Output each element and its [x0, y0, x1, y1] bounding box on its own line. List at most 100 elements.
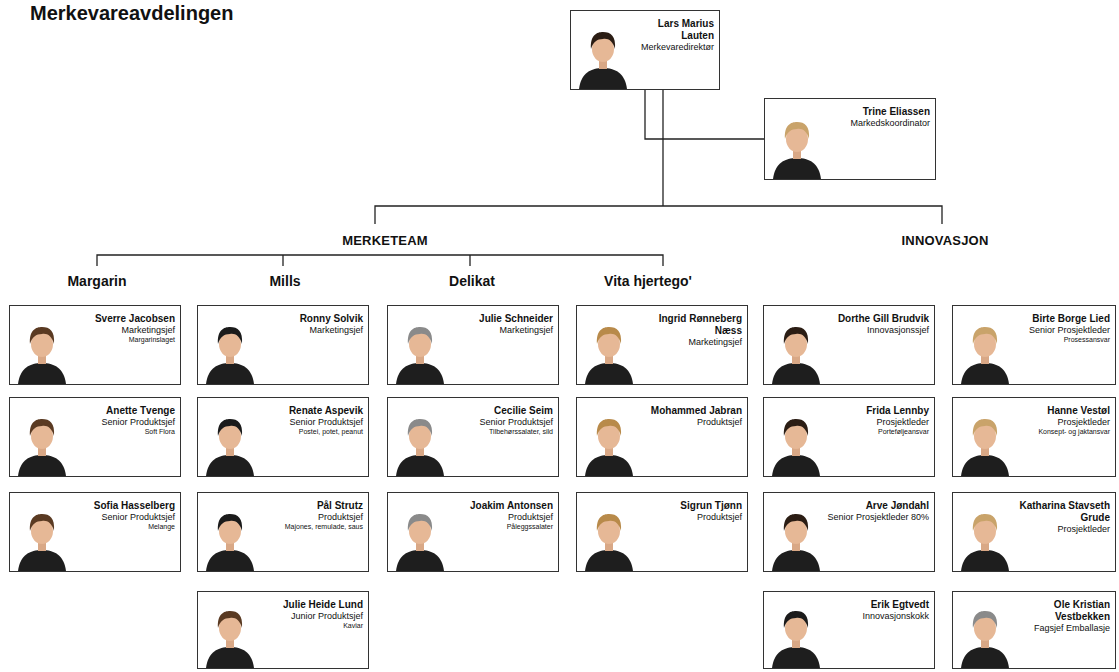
portrait-photo — [957, 505, 1013, 571]
person-name: Arve Jøndahl — [824, 500, 929, 512]
person-box: Cecilie SeimSenior ProduktsjefTilbehørss… — [387, 397, 559, 477]
person-box: Katharina Stavseth GrudeProsjektleder — [952, 492, 1116, 572]
person-box: Ingrid Rønneberg NæssMarketingsjef — [576, 305, 748, 385]
person-name: Renate Aspevik — [258, 405, 363, 417]
text-block: Cecilie SeimSenior ProduktsjefTilbehørss… — [448, 405, 553, 436]
person-box: Ole Kristian VestbekkenFagsjef Emballasj… — [952, 591, 1116, 669]
person-box: Joakim AntonsenProduktsjefPåleggssalater — [387, 492, 559, 572]
person-box: Lars Marius LautenMerkevaredirektør — [570, 10, 720, 90]
person-box: Julie Heide LundJunior ProduktsjefKaviar — [197, 591, 369, 669]
responsibility: Konsept- og jaktansvar — [1013, 428, 1110, 437]
person-name: Katharina Stavseth Grude — [1013, 500, 1110, 524]
text-block: Birte Borge LiedSenior ProsjektlederPros… — [1013, 313, 1110, 344]
text-block: Ronny SolvikMarketingsjef — [258, 313, 363, 336]
job-title: Innovasjonssjef — [824, 325, 929, 336]
person-box: Anette TvengeSenior ProduktsjefSoft Flor… — [9, 397, 181, 477]
job-title: Prosjektleder — [1013, 524, 1110, 535]
person-name: Mohammed Jabran — [637, 405, 742, 417]
job-title: Junior Produktsjef — [258, 611, 363, 622]
portrait-photo — [202, 318, 258, 384]
responsibility: Påleggssalater — [448, 523, 553, 532]
job-title: Prosjektleder — [1013, 417, 1110, 428]
responsibility: Majones, remulade, saus — [258, 523, 363, 532]
team-heading: Margarin — [64, 273, 129, 289]
team-heading: Delikat — [446, 273, 498, 289]
person-name: Sverre Jacobsen — [70, 313, 175, 325]
portrait-photo — [768, 602, 824, 668]
portrait-photo — [14, 505, 70, 571]
person-box: Sigrun TjønnProduktsjef — [576, 492, 748, 572]
responsibility: Kaviar — [258, 622, 363, 631]
tree-line — [282, 255, 283, 266]
person-name: Ole Kristian Vestbekken — [1013, 599, 1110, 623]
job-title: Produktsjef — [637, 512, 742, 523]
portrait-photo — [392, 318, 448, 384]
person-box: Frida LennbyProsjektlederPorteføljeansva… — [763, 397, 935, 477]
job-title: Fagsjef Emballasje — [1013, 623, 1110, 634]
responsibility: Margarinslaget — [70, 336, 175, 345]
portrait-photo — [957, 318, 1013, 384]
text-block: Katharina Stavseth GrudeProsjektleder — [1013, 500, 1110, 534]
portrait-photo — [957, 602, 1013, 668]
reporting-line — [645, 90, 764, 139]
person-box: Birte Borge LiedSenior ProsjektlederPros… — [952, 305, 1116, 385]
job-title: Marketingsjef — [448, 325, 553, 336]
portrait-photo — [202, 410, 258, 476]
diagram-title: Merkevareavdelingen — [30, 2, 233, 25]
responsibility: Porteføljeansvar — [824, 428, 929, 437]
text-block: Ingrid Rønneberg NæssMarketingsjef — [637, 313, 742, 347]
person-box: Erik EgtvedtInnovasjonskokk — [763, 591, 935, 669]
portrait-photo — [768, 505, 824, 571]
job-title: Senior Produktsjef — [258, 417, 363, 428]
portrait-photo — [202, 505, 258, 571]
text-block: Frida LennbyProsjektlederPorteføljeansva… — [824, 405, 929, 436]
job-title: Senior Produktsjef — [70, 417, 175, 428]
text-block: Mohammed JabranProduktsjef — [637, 405, 742, 428]
person-box: Arve JøndahlSenior Prosjektleder 80% — [763, 492, 935, 572]
job-title: Senior Prosjektleder 80% — [824, 512, 929, 523]
job-title: Marketingsjef — [258, 325, 363, 336]
text-block: Sverre JacobsenMarketingsjefMargarinslag… — [70, 313, 175, 344]
text-block: Erik EgtvedtInnovasjonskokk — [824, 599, 929, 622]
text-block: Sigrun TjønnProduktsjef — [637, 500, 742, 523]
responsibility: Soft Flora — [70, 428, 175, 437]
person-box: Hanne VestølProsjektlederKonsept- og jak… — [952, 397, 1116, 477]
person-name: Dorthe Gill Brudvik — [824, 313, 929, 325]
person-name: Ingrid Rønneberg Næss — [637, 313, 742, 337]
text-block: Trine EliassenMarkedskoordinator — [825, 106, 930, 129]
text-block: Julie SchneiderMarketingsjef — [448, 313, 553, 336]
group-heading: INNOVASJON — [899, 233, 992, 248]
person-box: Sverre JacobsenMarketingsjefMargarinslag… — [9, 305, 181, 385]
person-name: Frida Lennby — [824, 405, 929, 417]
responsibility: Prosessansvar — [1013, 336, 1110, 345]
person-name: Sigrun Tjønn — [637, 500, 742, 512]
portrait-photo — [768, 318, 824, 384]
person-name: Pål Strutz — [258, 500, 363, 512]
person-name: Anette Tvenge — [70, 405, 175, 417]
tree-line — [469, 255, 470, 266]
portrait-photo — [575, 23, 631, 89]
person-name: Julie Schneider — [448, 313, 553, 325]
tree-line — [662, 90, 663, 206]
person-name: Erik Egtvedt — [824, 599, 929, 611]
responsibility: Tilbehørssalater, sild — [448, 428, 553, 437]
tree-line — [375, 206, 942, 224]
text-block: Renate AspevikSenior ProduktsjefPostei, … — [258, 405, 363, 436]
job-title: Senior Produktsjef — [448, 417, 553, 428]
job-title: Senior Prosjektleder — [1013, 325, 1110, 336]
job-title: Merkevaredirektør — [631, 42, 714, 53]
portrait-photo — [769, 113, 825, 179]
text-block: Pål StrutzProduktsjefMajones, remulade, … — [258, 500, 363, 531]
person-box: Renate AspevikSenior ProduktsjefPostei, … — [197, 397, 369, 477]
job-title: Produktsjef — [448, 512, 553, 523]
person-name: Cecilie Seim — [448, 405, 553, 417]
portrait-photo — [14, 318, 70, 384]
person-box: Trine EliassenMarkedskoordinator — [764, 98, 936, 180]
portrait-photo — [581, 505, 637, 571]
tree-line — [97, 255, 663, 266]
text-block: Sofia HasselbergSenior ProduktsjefMelang… — [70, 500, 175, 531]
team-heading: Vita hjertego' — [601, 273, 695, 289]
team-heading: Mills — [266, 273, 303, 289]
text-block: Hanne VestølProsjektlederKonsept- og jak… — [1013, 405, 1110, 436]
text-block: Dorthe Gill BrudvikInnovasjonssjef — [824, 313, 929, 336]
